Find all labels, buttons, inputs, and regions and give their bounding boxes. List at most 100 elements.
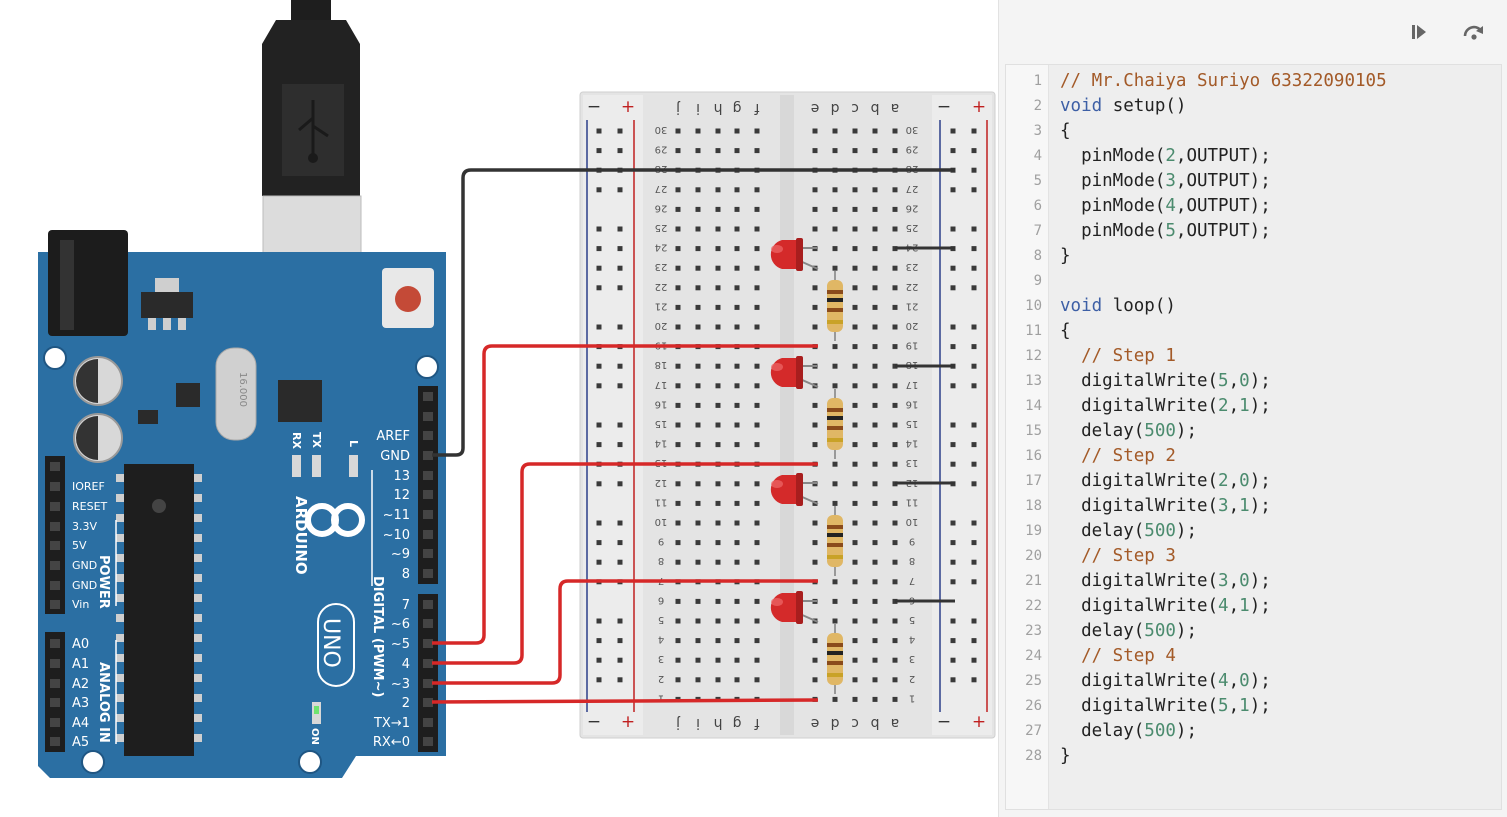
rail-hole[interactable] (971, 579, 977, 585)
breadboard-hole[interactable] (812, 148, 818, 154)
led[interactable] (770, 356, 819, 389)
breadboard-hole[interactable] (812, 206, 818, 212)
breadboard-hole[interactable] (852, 383, 858, 389)
breadboard-hole[interactable] (754, 540, 760, 546)
rail-hole[interactable] (596, 638, 602, 644)
breadboard-hole[interactable] (695, 500, 701, 506)
rail-hole[interactable] (971, 187, 977, 193)
rail-hole[interactable] (950, 383, 956, 389)
rail-hole[interactable] (596, 285, 602, 291)
breadboard-hole[interactable] (832, 598, 838, 604)
breadboard-hole[interactable] (754, 304, 760, 310)
breadboard-hole[interactable] (892, 187, 898, 193)
rail-hole[interactable] (971, 344, 977, 350)
breadboard-hole[interactable] (892, 500, 898, 506)
breadboard-hole[interactable] (715, 148, 721, 154)
breadboard-hole[interactable] (832, 344, 838, 350)
breadboard-hole[interactable] (872, 598, 878, 604)
components[interactable] (770, 238, 843, 694)
breadboard-hole[interactable] (852, 402, 858, 408)
breadboard-hole[interactable] (892, 285, 898, 291)
rail-hole[interactable] (950, 559, 956, 565)
breadboard-hole[interactable] (734, 402, 740, 408)
breadboard-hole[interactable] (734, 442, 740, 448)
breadboard-hole[interactable] (852, 324, 858, 330)
breadboard-hole[interactable] (734, 500, 740, 506)
breadboard-hole[interactable] (675, 128, 681, 134)
reset-button[interactable] (395, 286, 421, 312)
breadboard-hole[interactable] (812, 657, 818, 663)
rail-hole[interactable] (971, 167, 977, 173)
rail-hole[interactable] (596, 226, 602, 232)
breadboard-hole[interactable] (734, 657, 740, 663)
rail-hole[interactable] (617, 520, 623, 526)
code-line[interactable]: // Step 2 (1060, 444, 1176, 469)
breadboard-hole[interactable] (754, 559, 760, 565)
rail-hole[interactable] (971, 520, 977, 526)
breadboard-hole[interactable] (715, 520, 721, 526)
breadboard-hole[interactable] (754, 618, 760, 624)
rail-hole[interactable] (596, 442, 602, 448)
breadboard-hole[interactable] (754, 187, 760, 193)
header-socket[interactable] (423, 392, 433, 401)
breadboard-hole[interactable] (872, 304, 878, 310)
breadboard-hole[interactable] (852, 442, 858, 448)
breadboard-hole[interactable] (832, 246, 838, 252)
breadboard-hole[interactable] (852, 304, 858, 310)
rail-hole[interactable] (596, 383, 602, 389)
rail-hole[interactable] (596, 324, 602, 330)
breadboard-hole[interactable] (832, 579, 838, 585)
breadboard-hole[interactable] (872, 461, 878, 467)
rail-hole[interactable] (971, 638, 977, 644)
breadboard-hole[interactable] (734, 677, 740, 683)
header-socket[interactable] (423, 412, 433, 421)
rail-hole[interactable] (950, 657, 956, 663)
breadboard-hole[interactable] (715, 657, 721, 663)
breadboard-hole[interactable] (695, 383, 701, 389)
breadboard-hole[interactable] (852, 461, 858, 467)
breadboard-hole[interactable] (754, 677, 760, 683)
breadboard-hole[interactable] (852, 148, 858, 154)
breadboard-hole[interactable] (812, 559, 818, 565)
breadboard-hole[interactable] (715, 187, 721, 193)
rail-hole[interactable] (950, 422, 956, 428)
breadboard-hole[interactable] (675, 206, 681, 212)
breadboard-hole[interactable] (695, 481, 701, 487)
rail-hole[interactable] (971, 657, 977, 663)
rail-hole[interactable] (617, 324, 623, 330)
breadboard-hole[interactable] (872, 500, 878, 506)
breadboard-hole[interactable] (695, 363, 701, 369)
breadboard-hole[interactable] (892, 226, 898, 232)
code-line[interactable]: delay(500); (1060, 619, 1197, 644)
breadboard-hole[interactable] (734, 304, 740, 310)
header-socket[interactable] (50, 679, 60, 688)
code-line[interactable]: delay(500); (1060, 519, 1197, 544)
breadboard-hole[interactable] (832, 265, 838, 271)
breadboard-hole[interactable] (892, 383, 898, 389)
breadboard-hole[interactable] (675, 226, 681, 232)
breadboard-hole[interactable] (754, 324, 760, 330)
breadboard-hole[interactable] (734, 363, 740, 369)
header-socket[interactable] (423, 737, 433, 746)
breadboard-hole[interactable] (675, 442, 681, 448)
breadboard-hole[interactable] (754, 383, 760, 389)
breadboard-hole[interactable] (734, 383, 740, 389)
breadboard-hole[interactable] (872, 618, 878, 624)
breadboard-hole[interactable] (734, 285, 740, 291)
breadboard-hole[interactable] (715, 677, 721, 683)
code-line[interactable]: void setup() (1060, 94, 1186, 119)
breadboard-hole[interactable] (715, 481, 721, 487)
breadboard-hole[interactable] (872, 383, 878, 389)
breadboard-hole[interactable] (675, 500, 681, 506)
rail-hole[interactable] (950, 148, 956, 154)
breadboard-hole[interactable] (695, 265, 701, 271)
breadboard-hole[interactable] (675, 559, 681, 565)
breadboard-hole[interactable] (852, 285, 858, 291)
breadboard-hole[interactable] (852, 481, 858, 487)
breadboard-hole[interactable] (892, 128, 898, 134)
breadboard-hole[interactable] (852, 265, 858, 271)
breadboard-hole[interactable] (812, 324, 818, 330)
breadboard-hole[interactable] (675, 285, 681, 291)
breadboard-hole[interactable] (715, 540, 721, 546)
rail-hole[interactable] (950, 226, 956, 232)
